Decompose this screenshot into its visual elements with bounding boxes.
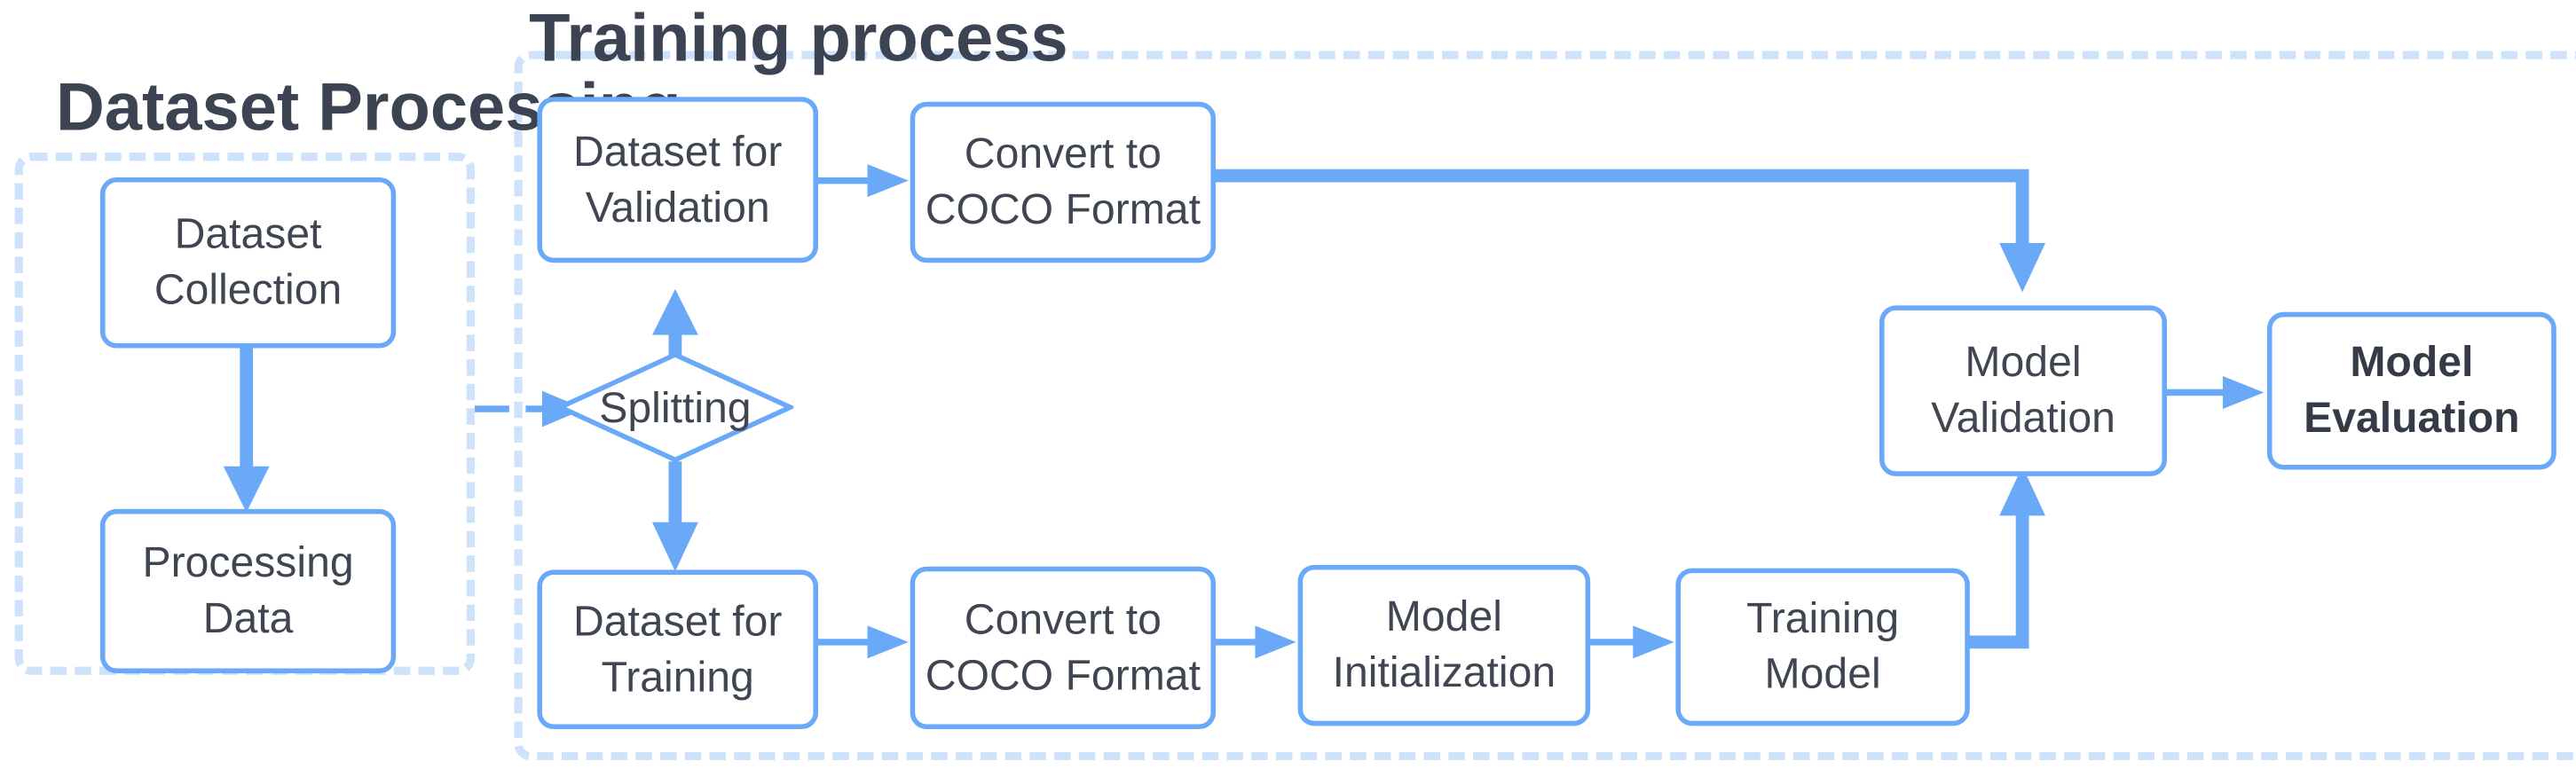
node-model-initialization[interactable]: Model Initialization <box>1297 564 1591 726</box>
node-convert-to-coco-format-training[interactable]: Convert to COCO Format <box>910 566 1217 730</box>
node-splitting[interactable]: Splitting <box>556 351 794 463</box>
node-dataset-for-training[interactable]: Dataset for Training <box>537 569 818 730</box>
node-model-validation[interactable]: Model Validation <box>1879 305 2168 476</box>
node-model-evaluation[interactable]: Model Evaluation <box>2266 311 2556 470</box>
node-processing-data[interactable]: Processing Data <box>99 508 397 674</box>
node-convert-to-coco-format-validation[interactable]: Convert to COCO Format <box>910 101 1217 263</box>
diamond-shape <box>556 351 794 463</box>
node-dataset-collection[interactable]: Dataset Collection <box>99 177 397 349</box>
node-dataset-for-validation[interactable]: Dataset for Validation <box>537 97 818 263</box>
group-training-process <box>514 51 2576 761</box>
node-training-model[interactable]: Training Model <box>1675 568 1970 726</box>
group-title-training-process: Training process <box>529 0 1068 76</box>
